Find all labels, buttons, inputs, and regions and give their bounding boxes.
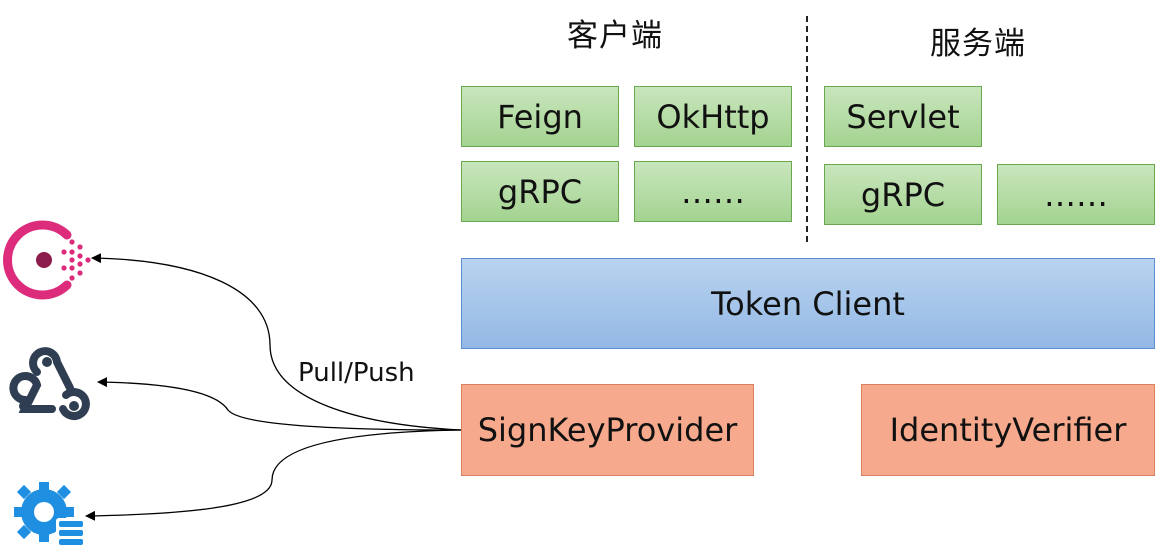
identity-verifier-box: IdentityVerifier	[861, 384, 1155, 476]
arrow-to-consul	[91, 253, 462, 431]
client-item-feign: Feign	[461, 86, 619, 147]
client-server-divider	[806, 16, 808, 242]
server-item-grpc: gRPC	[824, 164, 982, 225]
server-item-servlet: Servlet	[824, 86, 982, 147]
config-center-icon	[14, 482, 84, 546]
sign-key-provider-box: SignKeyProvider	[461, 384, 754, 476]
consul-icon	[3, 220, 91, 300]
webhook-icon	[9, 347, 90, 420]
client-header: 客户端	[567, 18, 663, 54]
arrow-to-webhook	[97, 377, 462, 431]
token-client-box: Token Client	[461, 258, 1155, 349]
client-item-more: ……	[634, 161, 792, 222]
server-header: 服务端	[930, 26, 1026, 62]
client-item-grpc: gRPC	[461, 161, 619, 222]
arrow-to-config-center	[85, 429, 462, 521]
client-item-okhttp: OkHttp	[634, 86, 792, 147]
pull-push-label: Pull/Push	[298, 358, 415, 388]
server-item-more: ……	[997, 164, 1155, 225]
